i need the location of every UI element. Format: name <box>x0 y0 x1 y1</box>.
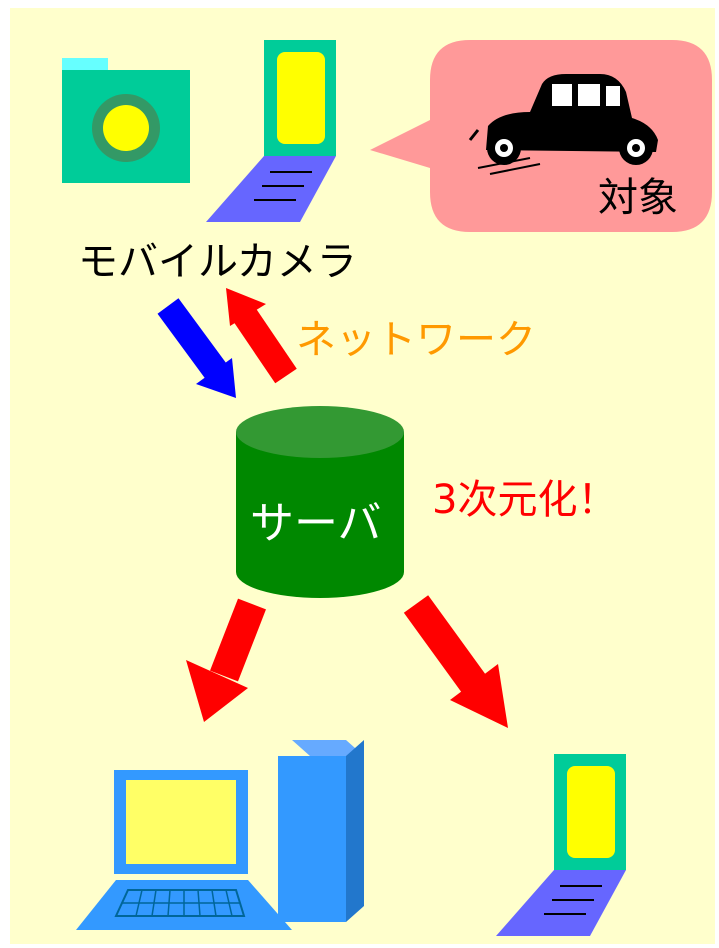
desktop-computer-icon <box>76 740 364 930</box>
target-label: 対象 <box>598 175 678 221</box>
reconstruction-label: 3次元化！ <box>432 477 618 523</box>
database-cylinder-icon <box>236 406 404 598</box>
download-arrow-left <box>186 598 266 722</box>
car-icon <box>468 74 658 175</box>
download-arrow-right <box>403 595 508 728</box>
mobile-phone-icon <box>206 40 336 222</box>
upload-arrow <box>157 298 236 398</box>
mobile-phone-icon <box>496 754 626 936</box>
feedback-arrow <box>226 288 297 384</box>
server-label: サーバ <box>250 498 382 549</box>
network-label: ネットワーク <box>296 317 536 363</box>
camera-icon <box>62 58 190 183</box>
mobile-camera-label: モバイルカメラ <box>78 239 357 285</box>
